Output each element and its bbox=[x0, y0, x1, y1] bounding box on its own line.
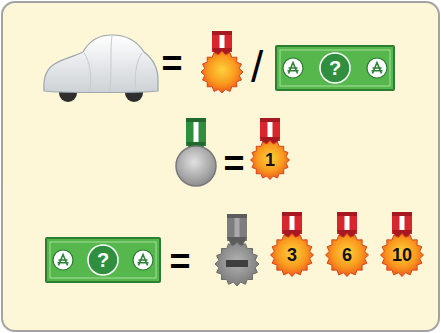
ribbon-top bbox=[392, 212, 412, 216]
medal-number: 10 bbox=[392, 246, 412, 264]
medal-star-shape bbox=[326, 234, 369, 277]
medal-star-shape bbox=[251, 141, 290, 180]
panel-background bbox=[2, 2, 439, 331]
banknote-mark: ? bbox=[329, 58, 341, 78]
medal-star-shape bbox=[381, 234, 424, 277]
node-body: 10 bbox=[380, 233, 424, 277]
or-sign: / bbox=[251, 45, 263, 89]
banknote-rim bbox=[50, 242, 156, 278]
currency-disc bbox=[53, 250, 73, 270]
grey-medal bbox=[215, 242, 259, 286]
silver-medal bbox=[176, 146, 216, 186]
currency-disc bbox=[367, 58, 387, 78]
blank-medal bbox=[201, 51, 243, 93]
car-sheet bbox=[44, 35, 158, 93]
medal-number: 1 bbox=[265, 151, 275, 169]
node-body: 3 bbox=[270, 233, 314, 277]
center-disc bbox=[320, 53, 350, 83]
node-body: 6 bbox=[325, 233, 369, 277]
medal-ribbon bbox=[227, 214, 247, 245]
currency-symbol bbox=[283, 58, 303, 78]
currency-symbol bbox=[133, 250, 153, 270]
banknote-mark: ? bbox=[97, 250, 109, 270]
ribbon-top bbox=[227, 214, 247, 218]
node-body: ? bbox=[277, 47, 393, 89]
ribbon-stripe bbox=[194, 118, 199, 146]
currency-disc bbox=[283, 58, 303, 78]
medal-number: 6 bbox=[342, 246, 352, 264]
node-body: ? bbox=[47, 239, 159, 281]
ribbon-band bbox=[186, 118, 206, 146]
ribbon-top bbox=[282, 212, 302, 216]
equals-sign: = bbox=[161, 46, 182, 82]
currency-glyph bbox=[138, 255, 149, 266]
ribbon-top bbox=[260, 118, 280, 122]
node-body: 1 bbox=[250, 140, 290, 180]
medal-star-shape bbox=[271, 234, 314, 277]
ribbon-top bbox=[212, 31, 232, 35]
currency-disc bbox=[133, 250, 153, 270]
ribbon-stripe bbox=[235, 214, 240, 241]
currency-glyph bbox=[288, 63, 299, 74]
medal-ribbon bbox=[186, 118, 206, 150]
banknote-rim bbox=[280, 50, 390, 86]
medal-number: 3 bbox=[287, 246, 297, 264]
currency-glyph bbox=[372, 63, 383, 74]
banknote: ? bbox=[45, 237, 161, 283]
number-medal: 1 bbox=[250, 140, 290, 180]
currency-symbol bbox=[367, 58, 387, 78]
banknote: ? bbox=[275, 45, 395, 91]
equals-sign: = bbox=[223, 146, 244, 182]
medal-illustrations bbox=[176, 31, 412, 286]
currency-glyph bbox=[58, 255, 69, 266]
center-disc bbox=[88, 245, 118, 275]
equals-sign: = bbox=[169, 244, 190, 280]
number-medal: 10 bbox=[380, 233, 424, 277]
minus-bar bbox=[226, 260, 248, 267]
sheet-fold bbox=[84, 36, 142, 91]
currency-symbol bbox=[53, 250, 73, 270]
number-medal: 6 bbox=[325, 233, 369, 277]
ribbon-top bbox=[186, 118, 206, 122]
ribbon-top bbox=[337, 212, 357, 216]
number-medal: 3 bbox=[270, 233, 314, 277]
ribbon-band bbox=[227, 214, 247, 241]
